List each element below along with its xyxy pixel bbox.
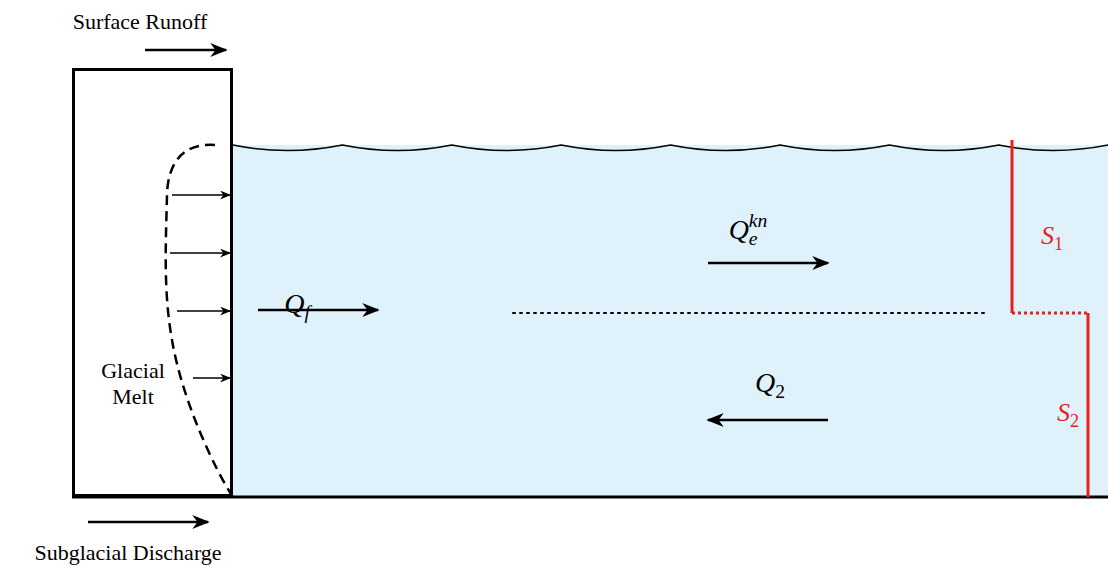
melt-arrows bbox=[170, 195, 230, 378]
freshwater-arrow bbox=[258, 309, 378, 312]
interface-line bbox=[513, 312, 985, 314]
section-line bbox=[1012, 312, 1088, 315]
water-surface bbox=[233, 145, 1108, 151]
melt-arrow bbox=[177, 310, 230, 311]
glacier-box: Glacial Melt bbox=[72, 68, 233, 497]
inflow-arrow bbox=[708, 419, 828, 422]
flow-symbol: Qekn bbox=[729, 209, 768, 250]
runoff-arrow bbox=[145, 49, 226, 52]
section-line bbox=[1087, 313, 1090, 497]
flow-arrows bbox=[88, 50, 828, 522]
flow-symbol: Q2 bbox=[755, 366, 785, 403]
flow-label: Surface Runoff bbox=[73, 9, 208, 35]
fjord-water bbox=[233, 145, 1108, 497]
section-line bbox=[1011, 140, 1014, 313]
melt-arrow bbox=[172, 194, 230, 195]
flow-symbol: Qf bbox=[284, 287, 310, 324]
sections bbox=[1012, 140, 1088, 497]
flow-symbol: S2 bbox=[1057, 397, 1079, 432]
discharge-arrow bbox=[88, 521, 208, 524]
node-label: Glacial Melt bbox=[91, 358, 175, 411]
flow-symbol: S1 bbox=[1041, 220, 1063, 255]
flow-label: Subglacial Discharge bbox=[34, 540, 221, 566]
melt-arrow bbox=[193, 377, 230, 378]
melt-arrow bbox=[170, 252, 230, 253]
melt-profile bbox=[166, 145, 233, 497]
outflow-arrow bbox=[708, 262, 828, 265]
